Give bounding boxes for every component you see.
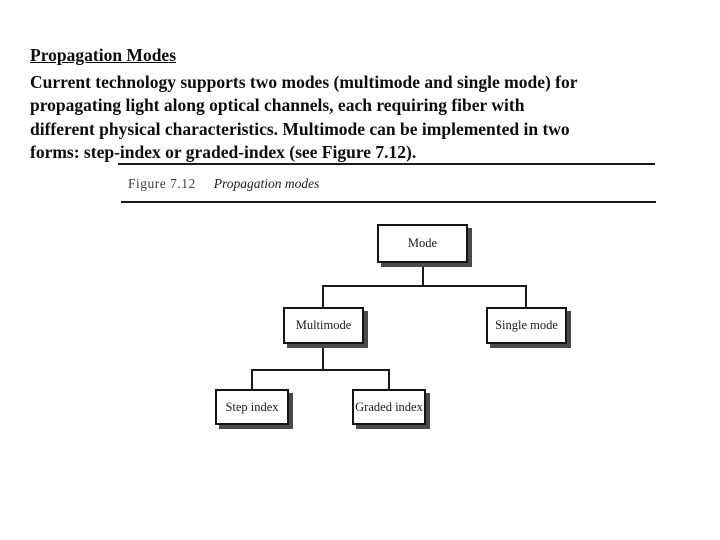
connector-gradedindex-up xyxy=(388,369,390,390)
connector-multimode-down xyxy=(322,344,324,370)
figure-caption: Figure 7.12 Propagation modes xyxy=(128,176,319,192)
body-paragraph: Current technology supports two modes (m… xyxy=(30,71,578,165)
diagram-node-mode: Mode xyxy=(377,224,468,263)
connector-singlemode-up xyxy=(525,285,527,308)
slide-heading: Propagation Modes xyxy=(30,45,176,65)
figure-bottom-rule xyxy=(121,201,656,203)
diagram-node-multimode: Multimode xyxy=(283,307,364,344)
body-line-1: Current technology supports two modes (m… xyxy=(30,72,578,92)
diagram-node-step-index: Step index xyxy=(215,389,289,425)
connector-mode-down xyxy=(422,263,424,286)
body-line-2: propagating light along optical channels… xyxy=(30,95,525,116)
connector-level2-horizontal xyxy=(251,369,390,371)
diagram-node-graded-index: Graded index xyxy=(352,389,426,425)
body-line-3: different physical characteristics. Mult… xyxy=(30,118,570,139)
figure-title: Propagation modes xyxy=(213,176,320,191)
connector-level1-horizontal xyxy=(322,285,527,287)
figure-top-rule xyxy=(118,163,655,165)
diagram-node-single-mode: Single mode xyxy=(486,307,567,344)
body-line-4: forms: step-index or graded-index (see F… xyxy=(30,142,417,163)
connector-multimode-up xyxy=(322,285,324,308)
figure-number-label: Figure 7.12 xyxy=(128,176,196,191)
connector-stepindex-up xyxy=(251,369,253,390)
